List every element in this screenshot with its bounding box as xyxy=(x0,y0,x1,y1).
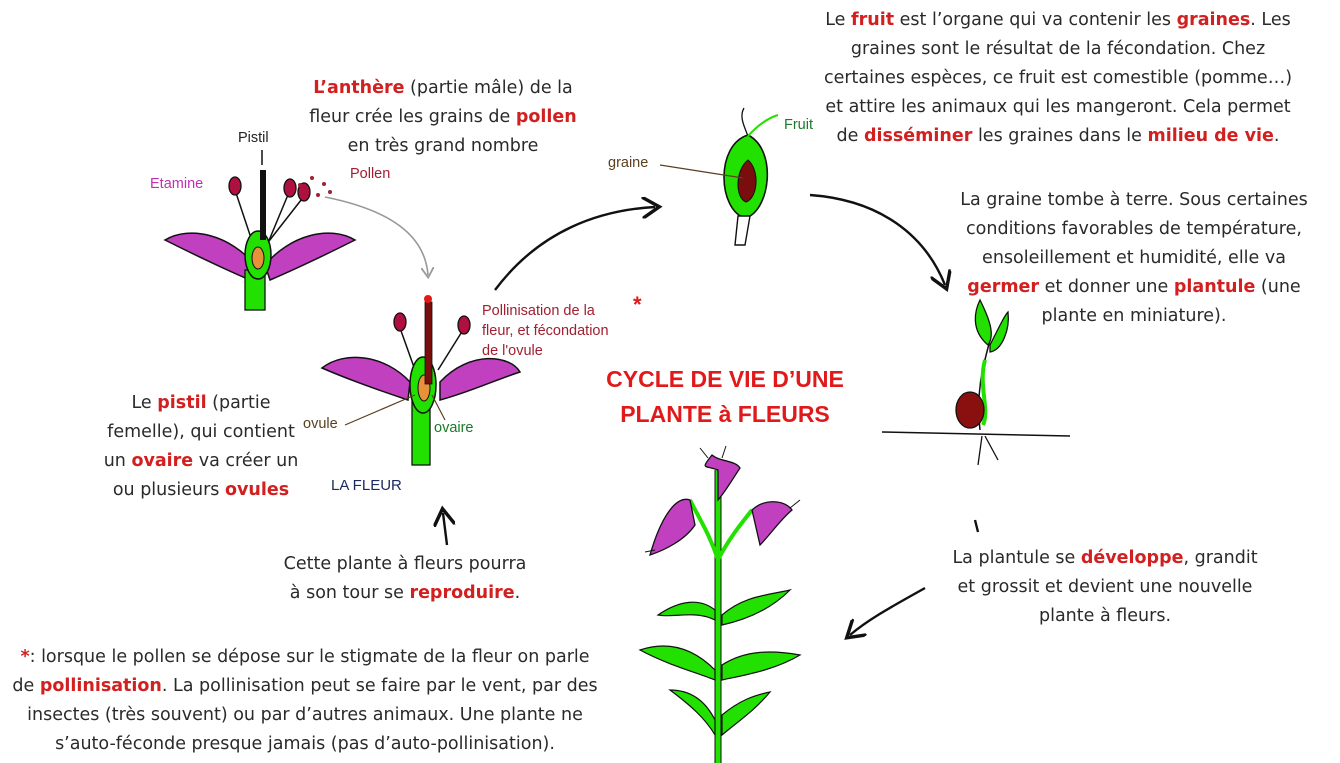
flower-top-left xyxy=(163,150,357,311)
text-anthere-c: en très grand nombre xyxy=(347,136,539,156)
text-note-d: s’auto-féconde presque jamais (pas d’aut… xyxy=(55,734,555,754)
term-reproduire: reproduire xyxy=(409,583,515,603)
label-pollinisation-line2: fleur, et fécondation xyxy=(482,323,609,339)
text-anthere-b1: fleur crée les grains de xyxy=(309,107,516,127)
text-fruit-e3: les graines dans le xyxy=(972,126,1148,146)
text-fruit-a3: est l’organe qui va contenir les xyxy=(894,10,1177,30)
text-pistil-a3: (partie xyxy=(206,393,271,413)
text-reproduire-a: Cette plante à fleurs pourra xyxy=(283,554,527,574)
label-etamine: Etamine xyxy=(150,176,204,192)
text-fruit-d: et attire les animaux qui les mangeront.… xyxy=(825,97,1291,117)
text-graine-a: La graine tombe à terre. Sous certaines xyxy=(960,190,1308,210)
text-graine-b: conditions favorables de température, xyxy=(966,219,1302,239)
text-plantule-a3: , grandit xyxy=(1183,548,1258,568)
big-plant-illustration xyxy=(638,445,802,763)
text-graine-e: plante en miniature). xyxy=(1041,306,1227,326)
text-fruit-b: graines sont le résultat de la fécondati… xyxy=(850,39,1266,59)
text-fruit-e5: . xyxy=(1273,126,1280,146)
label-la-fleur: LA FLEUR xyxy=(331,477,402,494)
text-pistil-d1: ou plusieurs xyxy=(112,480,225,500)
text-fruit: Le fruit est l’organe qui va contenir le… xyxy=(778,6,1338,151)
term-germer: germer xyxy=(967,277,1040,297)
text-fruit-a1: Le xyxy=(825,10,852,30)
text-note-c: insectes (très souvent) ou par d’autres … xyxy=(27,705,583,725)
term-ovaire: ovaire xyxy=(131,451,194,471)
term-disseminer: disséminer xyxy=(863,126,973,146)
arrow-plant-to-flower xyxy=(443,513,447,546)
diagram-title: CYCLE DE VIE D’UNE PLANTE à FLEURS xyxy=(560,362,890,432)
arrow-flower-to-fruit xyxy=(494,207,655,291)
label-pollinisation-line3: de l'ovule xyxy=(482,343,543,359)
label-pollinisation: Pollinisation de la fleur, et fécondatio… xyxy=(482,301,609,361)
term-developpe: développe xyxy=(1080,548,1184,568)
text-pistil: Le pistil (partie femelle), qui contient… xyxy=(70,389,332,505)
text-pistil-c3: va créer un xyxy=(193,451,299,471)
text-anthere-a2: (partie mâle) de la xyxy=(404,78,573,98)
text-fruit-c: certaines espèces, ce fruit est comestib… xyxy=(823,68,1293,88)
label-ovule: ovule xyxy=(303,416,338,432)
text-plantule-a1: La plantule se xyxy=(952,548,1081,568)
term-ovules: ovules xyxy=(224,480,290,500)
flower-la-fleur xyxy=(320,295,522,466)
asterisk-mark: * xyxy=(633,292,642,317)
text-graine-d4: (une xyxy=(1255,277,1301,297)
term-pollen: pollen xyxy=(515,107,577,127)
text-reproduire-b1: à son tour se xyxy=(289,583,410,603)
arrow-seedling-to-plant-top xyxy=(973,519,980,533)
label-pollen: Pollen xyxy=(350,166,391,182)
term-pistil: pistil xyxy=(157,393,207,413)
term-fruit: fruit xyxy=(851,10,895,30)
text-reproduire: Cette plante à fleurs pourra à son tour … xyxy=(255,550,555,608)
seedling-illustration xyxy=(881,298,1071,466)
text-plantule-c: plante à fleurs. xyxy=(1038,606,1172,626)
footnote-pollinisation: *: lorsque le pollen se dépose sur le st… xyxy=(5,643,605,759)
label-ovaire: ovaire xyxy=(434,420,474,436)
text-pistil-b: femelle), qui contient xyxy=(107,422,295,442)
diagram-title-line1: CYCLE DE VIE D’UNE xyxy=(606,366,844,392)
text-fruit-e1: de xyxy=(836,126,864,146)
footnote-asterisk: * xyxy=(20,647,30,667)
fruit-illustration xyxy=(659,107,779,246)
pollen-arrow xyxy=(324,196,428,275)
text-pistil-a1: Le xyxy=(131,393,158,413)
text-note-a2: : lorsque le pollen se dépose sur le sti… xyxy=(29,647,590,667)
text-note-b3: . La pollinisation peut se faire par le … xyxy=(161,676,598,696)
text-graine-c: ensoleillement et humidité, elle va xyxy=(982,248,1286,268)
text-anthere: L’anthère (partie mâle) de la fleur crée… xyxy=(278,74,608,161)
term-anthere: L’anthère xyxy=(313,78,405,98)
arrow-seedling-to-plant xyxy=(850,586,926,635)
text-pistil-c1: un xyxy=(103,451,132,471)
label-pistil: Pistil xyxy=(238,130,269,146)
text-plantule-b: et grossit et devient une nouvelle xyxy=(957,577,1253,597)
text-graine-d2: et donner une xyxy=(1039,277,1174,297)
arrow-fruit-to-seedling xyxy=(809,193,945,285)
term-graines: graines xyxy=(1176,10,1251,30)
text-fruit-a5: . Les xyxy=(1250,10,1291,30)
text-plantule: La plantule se développe, grandit et gro… xyxy=(940,544,1270,631)
term-pollinisation: pollinisation xyxy=(39,676,162,696)
label-pollinisation-line1: Pollinisation de la xyxy=(482,303,595,319)
term-milieu-de-vie: milieu de vie xyxy=(1147,126,1274,146)
diagram-title-line2: PLANTE à FLEURS xyxy=(620,401,830,427)
text-graine: La graine tombe à terre. Sous certaines … xyxy=(930,186,1338,331)
text-reproduire-b3: . xyxy=(514,583,521,603)
text-note-b1: de xyxy=(12,676,40,696)
term-plantule: plantule xyxy=(1173,277,1256,297)
label-fruit: Fruit xyxy=(784,117,813,133)
label-graine: graine xyxy=(608,155,649,171)
